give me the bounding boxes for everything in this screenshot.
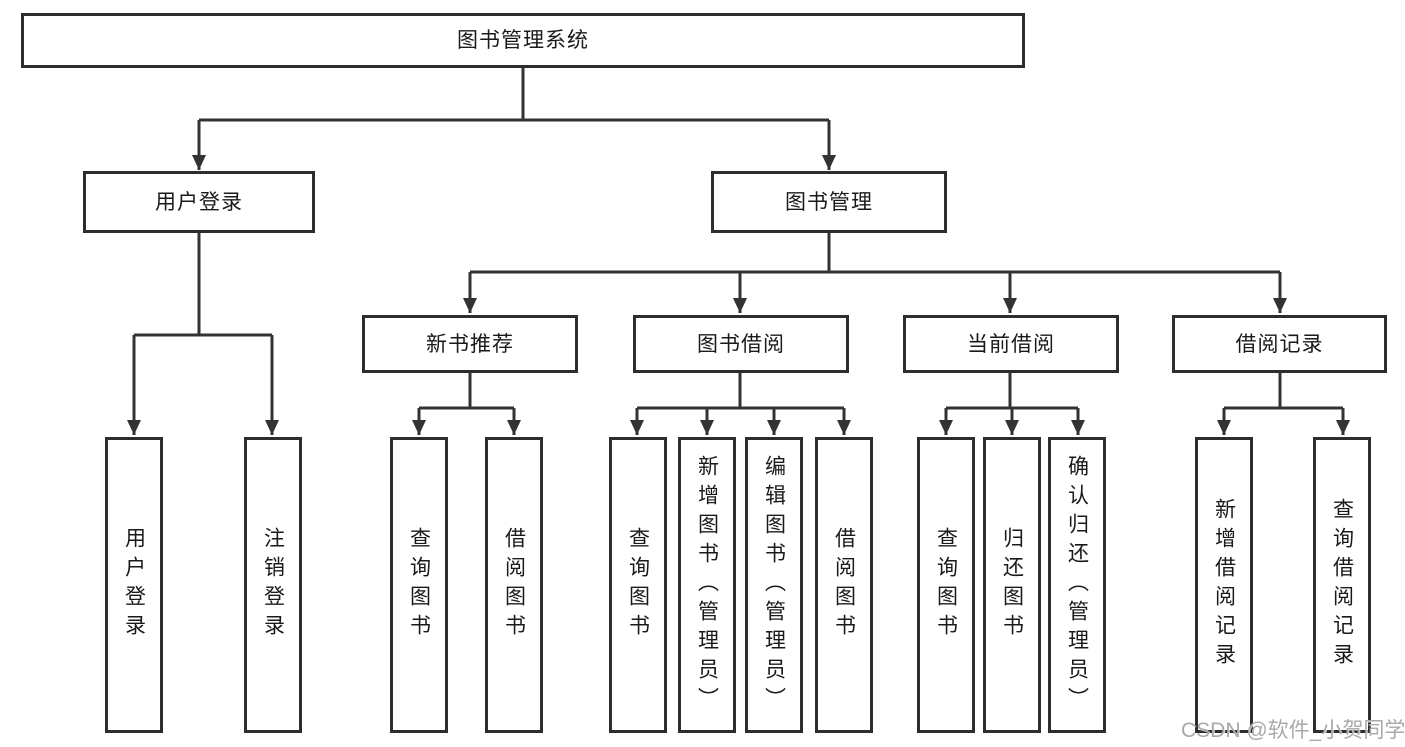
leaf-logout: 注销登录 bbox=[244, 437, 302, 733]
leaf-records-query-record: 查询借阅记录 bbox=[1313, 437, 1371, 733]
leaf-borrow-borrow-books: 借阅图书 bbox=[815, 437, 873, 733]
leaf-current-query-books: 查询图书 bbox=[917, 437, 975, 733]
node-new-book-recommend: 新书推荐 bbox=[362, 315, 578, 373]
leaf-current-confirm-return-admin: 确认归还（管理员） bbox=[1048, 437, 1106, 733]
node-book-borrow: 图书借阅 bbox=[633, 315, 849, 373]
node-root: 图书管理系统 bbox=[21, 13, 1025, 68]
leaf-borrow-query-books: 查询图书 bbox=[609, 437, 667, 733]
watermark: CSDN @软件_小贺同学 bbox=[1181, 719, 1405, 742]
node-user-login: 用户登录 bbox=[83, 171, 315, 233]
node-current-borrow: 当前借阅 bbox=[903, 315, 1119, 373]
node-book-management: 图书管理 bbox=[711, 171, 947, 233]
node-borrow-records: 借阅记录 bbox=[1172, 315, 1387, 373]
leaf-current-return-books: 归还图书 bbox=[983, 437, 1041, 733]
leaf-borrow-edit-books-admin: 编辑图书（管理员） bbox=[745, 437, 803, 733]
leaf-borrow-add-books-admin: 新增图书（管理员） bbox=[678, 437, 736, 733]
leaf-recommend-query-books: 查询图书 bbox=[390, 437, 448, 733]
leaf-user-login: 用户登录 bbox=[105, 437, 163, 733]
leaf-recommend-borrow-books: 借阅图书 bbox=[485, 437, 543, 733]
leaf-records-add-record: 新增借阅记录 bbox=[1195, 437, 1253, 733]
